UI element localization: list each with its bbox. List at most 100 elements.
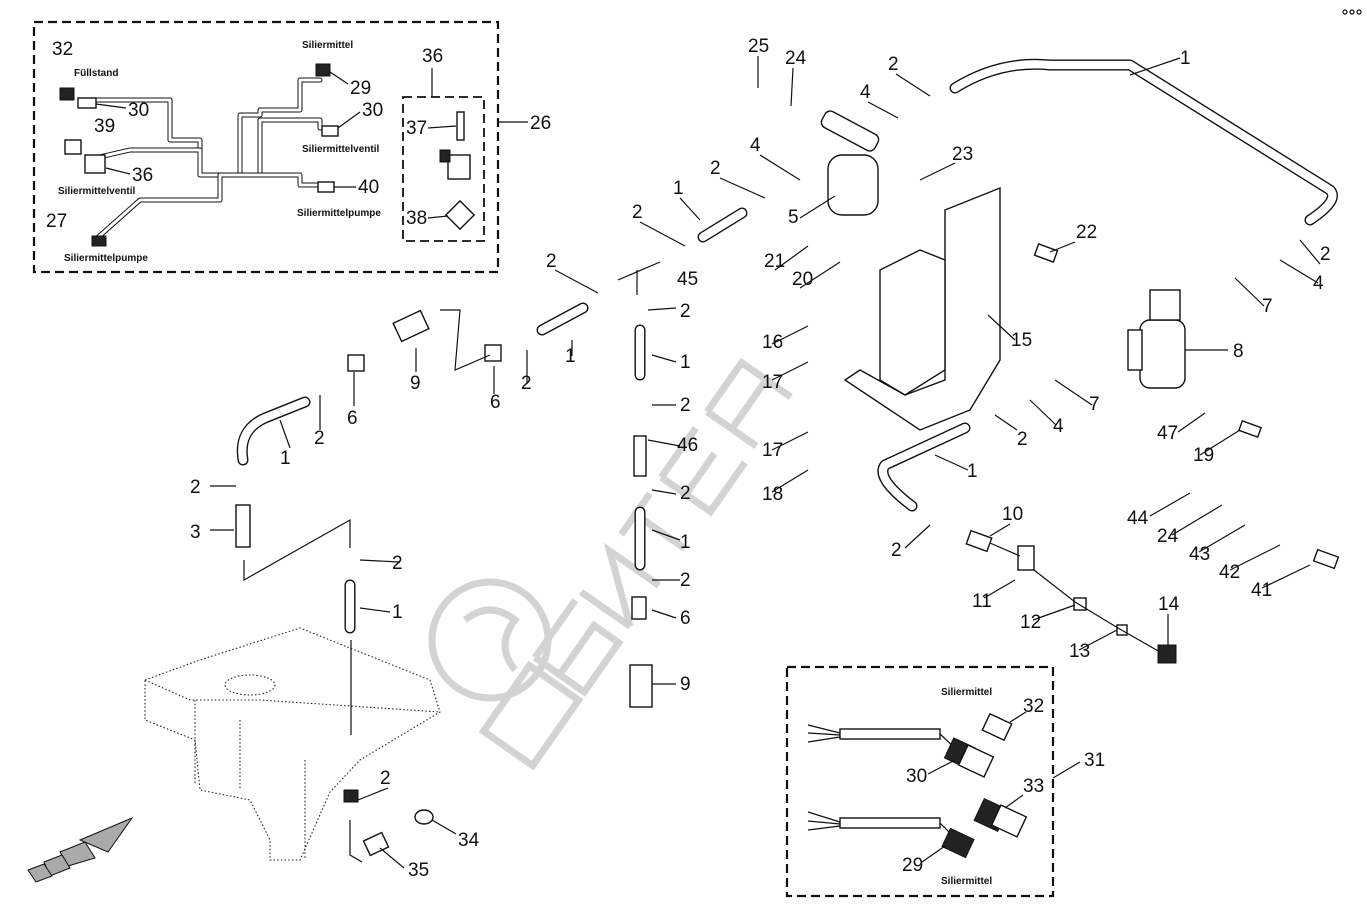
callout: 6 [680,608,691,629]
callout: 26 [530,113,551,134]
fitting-46 [633,435,647,477]
callout: 36 [132,165,153,186]
inset2-label-top: Siliermittel [941,687,992,698]
connector-39 [64,139,82,155]
corner-mark [1342,9,1362,15]
callout: 46 [677,435,698,456]
connector-30b [321,125,339,137]
inset-label-fuellstand: Füllstand [74,68,118,79]
inset-label-pumpe-right: Siliermittelpumpe [297,208,381,219]
callout: 4 [1313,273,1324,294]
callout: 1 [392,602,403,623]
callout: 2 [632,202,643,223]
callout: 7 [1262,296,1273,317]
callout: 19 [1193,445,1214,466]
screw-41 [1312,548,1340,570]
valve-9-bottom [629,664,653,708]
callout: 30 [906,766,927,787]
valve-subinset-frame [402,96,485,242]
connector-33-inset [990,804,1028,838]
callout: 2 [1017,429,1028,450]
callout: 9 [410,373,421,394]
callout: 11 [972,591,992,612]
callout: 2 [546,251,557,272]
inset-frame [32,20,500,274]
filter-5 [827,154,879,216]
connector-29 [315,63,331,77]
inset-label-pumpe-left: Siliermittelpumpe [64,253,148,264]
fitting-10 [965,529,993,553]
callout: 1 [680,532,691,553]
callout: 38 [406,208,427,229]
connector-27 [91,235,107,247]
connector-29-inset [941,827,975,859]
callout: 34 [458,830,480,851]
callout: 2 [190,477,201,498]
main-callouts: 25 24 2 4 1 4 23 2 5 1 2 22 21 20 2 45 2… [190,36,1331,881]
callout: 2 [680,301,691,322]
callout: 4 [750,135,761,156]
callout: 20 [792,269,813,290]
screw-22 [1033,243,1059,263]
callout: 1 [280,448,291,469]
connector-36 [84,154,106,174]
callout: 25 [748,36,769,57]
callout: 6 [490,392,501,413]
bracket-15 [843,186,1001,431]
nipple-6b [484,344,502,362]
callout: 2 [891,540,902,561]
callout: 37 [406,118,427,139]
callout: 2 [314,428,325,449]
watermark [428,357,793,771]
connector-30-inset [957,744,995,778]
callout: 47 [1157,423,1178,444]
callout: 16 [762,332,783,353]
callout: 17 [762,372,783,393]
callout: 44 [1127,508,1149,529]
callout: 18 [762,484,783,505]
screw-19 [1237,419,1263,439]
fitting-3 [235,504,251,548]
callout: 1 [565,346,576,367]
callout: 24 [785,48,807,69]
screw-37 [456,111,465,141]
washer-34 [414,809,434,825]
wiring-inset-top: Siliermittel Füllstand Siliermittelventi… [32,20,551,274]
inset2-label-bottom: Siliermittel [941,876,992,887]
wiring-inset-bottom: Siliermittel Siliermittel 32 30 31 33 29 [785,665,1105,898]
connector-32 [59,87,75,101]
callout: 4 [1053,416,1064,437]
callout: 17 [762,440,783,461]
callout: 1 [967,461,978,482]
connector-32-inset [981,712,1013,742]
direction-arrow [27,816,134,883]
callout: 13 [1069,641,1090,662]
callout: 2 [888,54,899,75]
callout: 4 [860,82,871,103]
callout: 39 [94,116,115,137]
callout: 14 [1158,594,1180,615]
callout: 42 [1219,562,1240,583]
callout: 1 [680,352,691,373]
callout: 2 [680,483,691,504]
seal-38 [444,199,476,231]
callout: 29 [902,855,923,876]
callout: 45 [677,269,698,290]
callout: 2 [521,373,532,394]
callout: 22 [1076,222,1097,243]
callout: 2 [392,553,403,574]
callout: 15 [1011,330,1032,351]
connector-30 [77,97,97,109]
callout: 2 [1320,244,1331,265]
callout: 10 [1002,504,1023,525]
tank [144,627,441,861]
callout: 2 [710,158,721,179]
callout: 1 [673,178,684,199]
callout: 1 [1180,48,1191,69]
callout: 21 [764,251,785,272]
nipple-6 [347,354,365,372]
callout: 30 [362,100,383,121]
callout: 12 [1020,612,1041,633]
callout: 2 [680,570,691,591]
